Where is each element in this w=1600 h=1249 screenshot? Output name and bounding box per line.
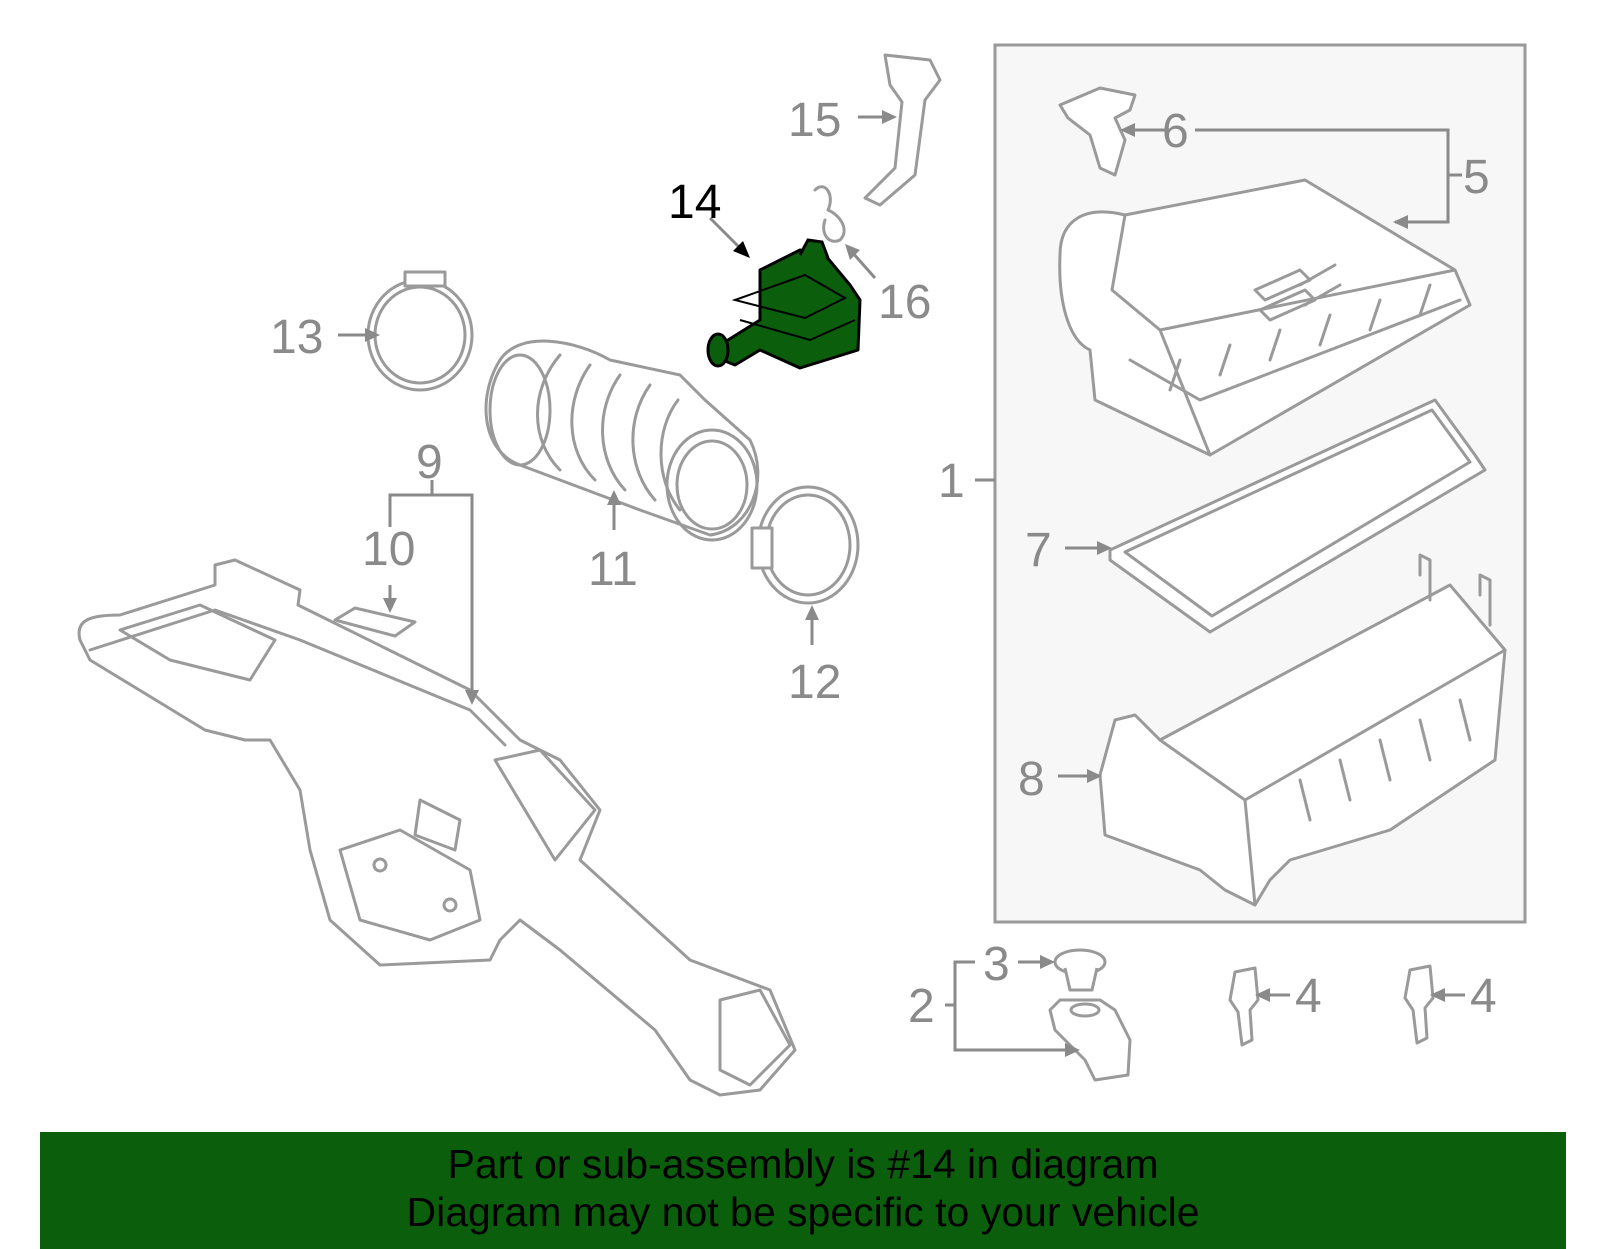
callout-7: 7	[1025, 524, 1052, 577]
part-15-hose[interactable]	[863, 53, 942, 207]
part-4-bolt-right[interactable]	[1403, 964, 1435, 1045]
part-10-label[interactable]	[333, 606, 417, 638]
callout-10: 10	[362, 523, 415, 576]
part-12-clamp[interactable]	[750, 485, 860, 605]
callout-6: 6	[1162, 105, 1189, 158]
parts-diagram: 1 2 3 4 4 5 6 7 8 9 10 11 12 13 14 15 16	[77, 43, 1527, 1097]
part-6-clip[interactable]	[1058, 86, 1137, 177]
callout-14: 14	[668, 176, 721, 229]
callout-1: 1	[938, 455, 965, 508]
info-banner: Part or sub-assembly is #14 in diagram D…	[40, 1132, 1566, 1249]
callout-12: 12	[788, 656, 841, 709]
callout-4-right: 4	[1470, 970, 1497, 1023]
part-5-upper-case[interactable]	[1058, 178, 1472, 457]
callout-15: 15	[788, 94, 841, 147]
part-16-clamp[interactable]	[813, 185, 846, 243]
callout-16: 16	[878, 276, 931, 329]
banner-line-part: Part or sub-assembly is #14 in diagram	[447, 1141, 1159, 1187]
callout-numbers: 1 2 3 4 4 5 6 7 8 9 10 11 12 13 14 15 16	[270, 94, 1497, 1033]
callout-13: 13	[270, 311, 323, 364]
banner-line-disclaimer: Diagram may not be specific to your vehi…	[406, 1189, 1200, 1235]
part-11-intake-hose[interactable]	[484, 339, 760, 542]
leader-lines	[338, 110, 1465, 1057]
part-9-air-duct[interactable]	[77, 558, 797, 1097]
part-3-grommet[interactable]	[1053, 948, 1107, 992]
part-7-filter-element[interactable]	[1108, 398, 1487, 634]
callout-5: 5	[1463, 151, 1490, 204]
callout-3: 3	[983, 938, 1010, 991]
callout-4-left: 4	[1295, 970, 1322, 1023]
callout-9: 9	[416, 436, 443, 489]
part-8-lower-case[interactable]	[1098, 553, 1507, 907]
part-4-bolt-left[interactable]	[1228, 966, 1260, 1047]
part-13-clamp[interactable]	[366, 270, 474, 392]
part-2-bracket[interactable]	[1048, 998, 1132, 1082]
callout-11: 11	[588, 543, 638, 596]
part-14-resonator-highlighted[interactable]	[706, 238, 862, 370]
callout-2: 2	[908, 980, 935, 1033]
callout-8: 8	[1018, 753, 1045, 806]
